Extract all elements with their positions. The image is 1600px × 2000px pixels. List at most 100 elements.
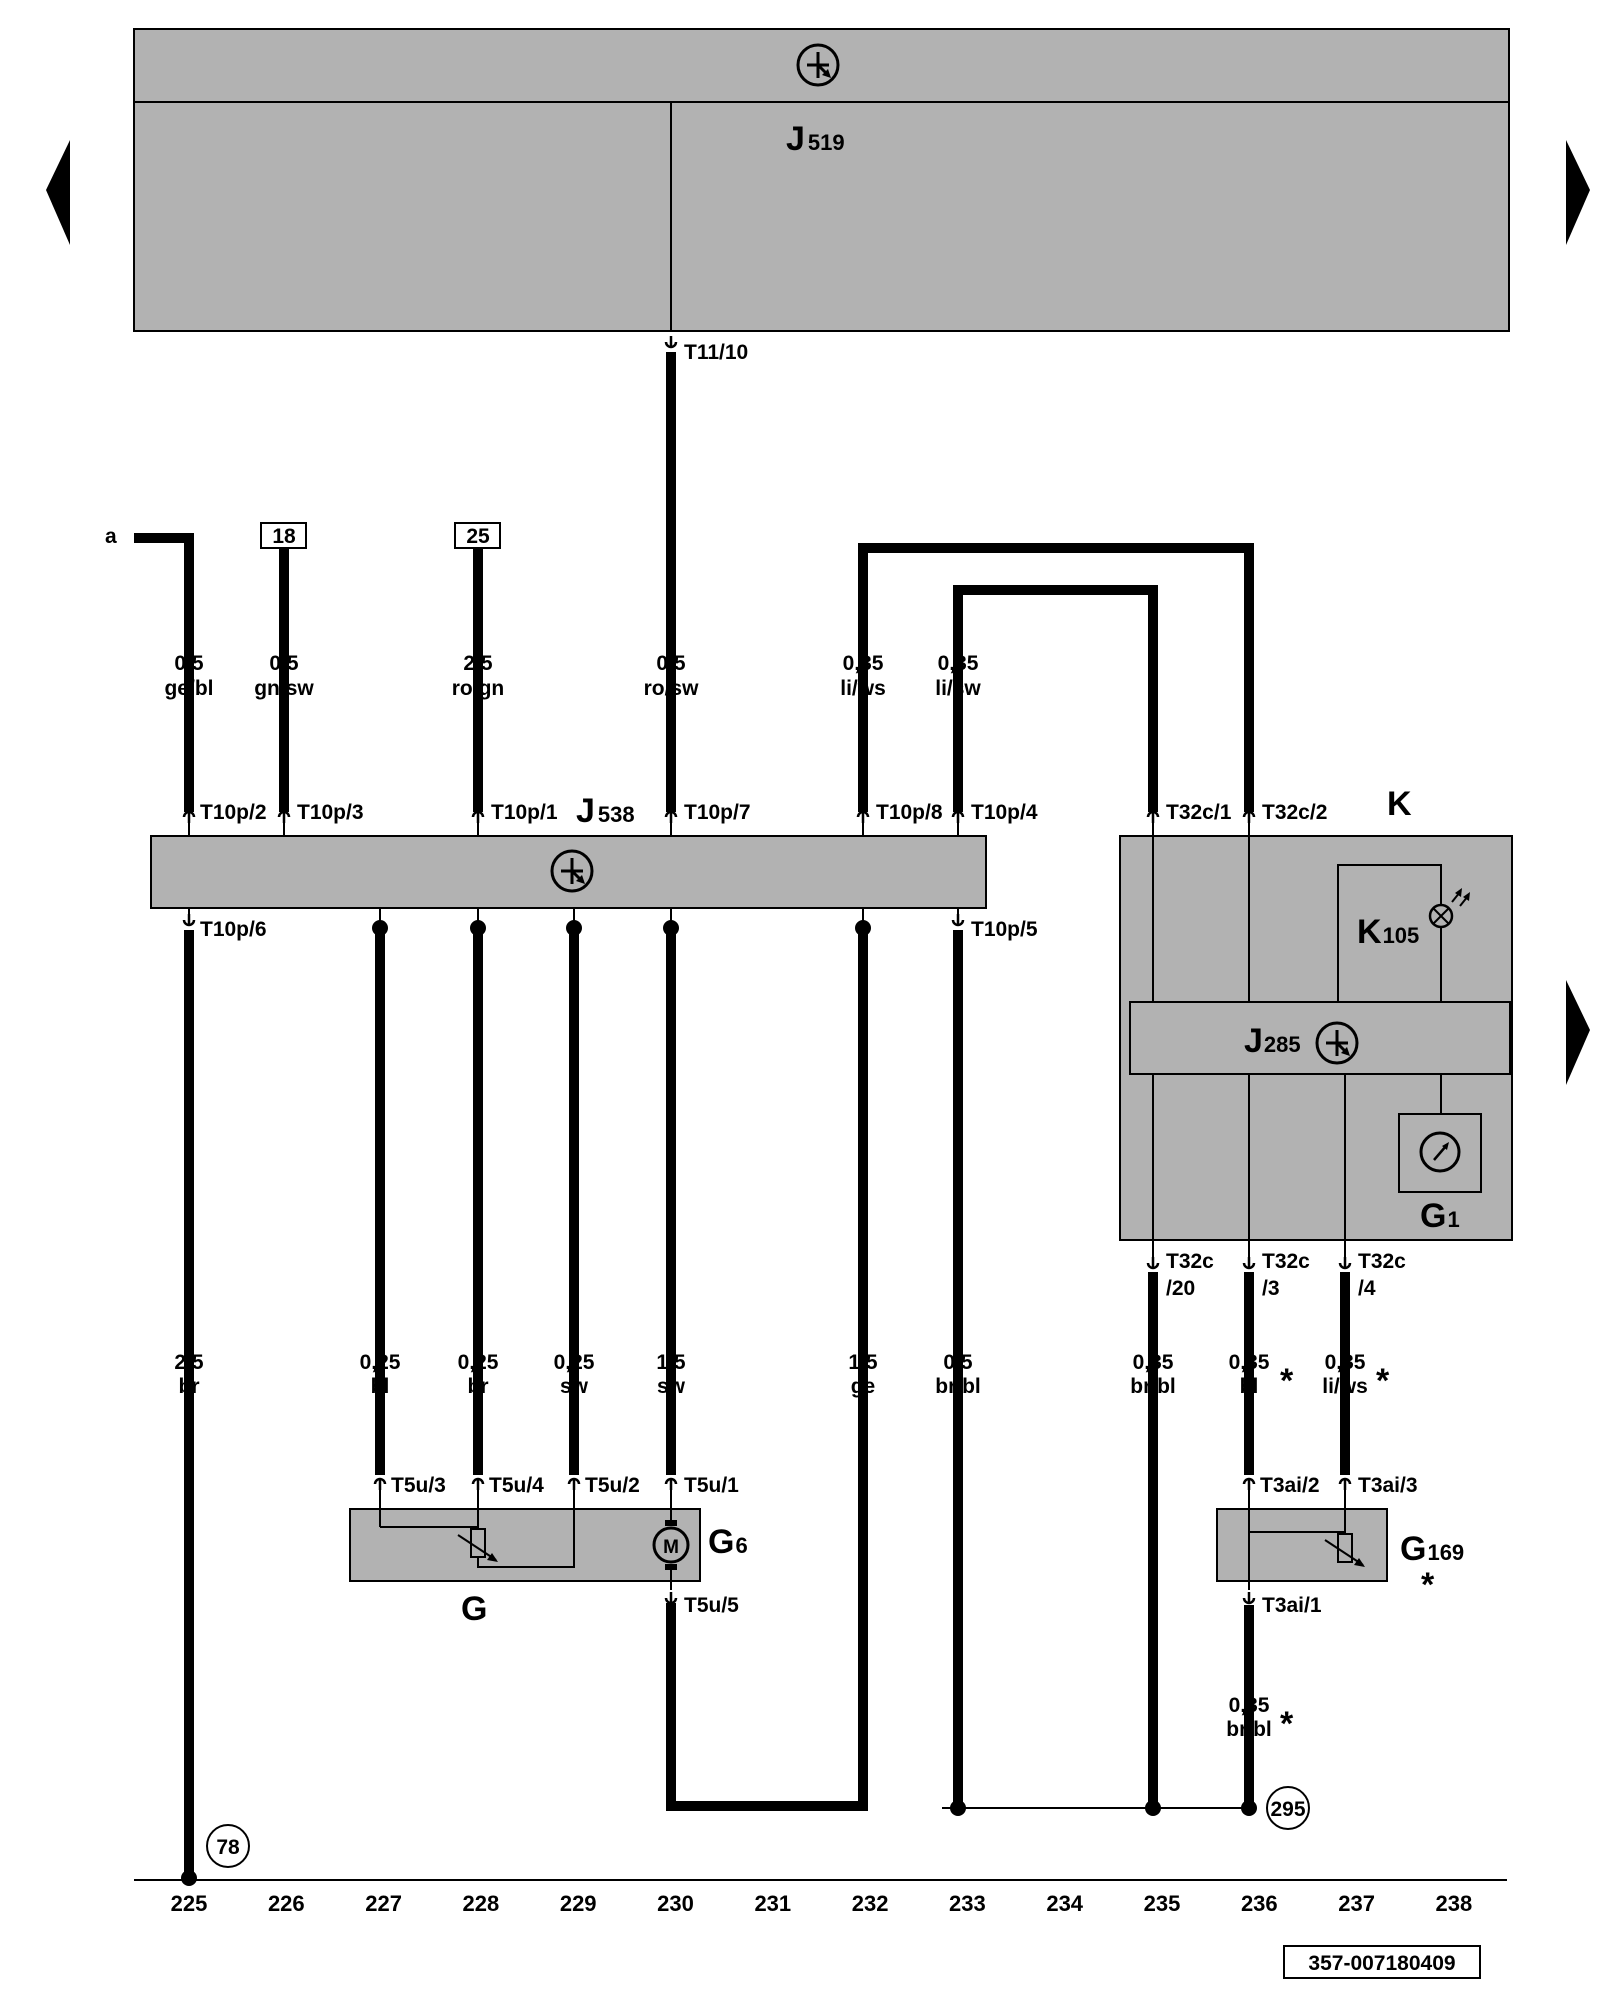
ref-295 [1266,1786,1310,1830]
svg-text:ge: ge [851,1375,876,1398]
grid-number: 230 [657,1891,694,1916]
grid-number: 227 [365,1891,402,1916]
grid-number: 229 [560,1891,597,1916]
svg-text:T10p/5: T10p/5 [971,918,1038,941]
grid-number: 234 [1046,1891,1083,1916]
g-fuel-gauge-sender [349,1508,701,1582]
grid-number: 228 [463,1891,500,1916]
wire-motor-loop [666,928,868,1811]
svg-text:0,5: 0,5 [269,652,299,675]
svg-text:0,35: 0,35 [1229,1694,1270,1717]
j285-label: J285 [1244,1022,1301,1060]
grid-number: 231 [754,1891,791,1916]
svg-text:0,5: 0,5 [656,652,686,675]
svg-text:bl: bl [1240,1375,1259,1398]
ref-a: a [105,525,117,548]
svg-text:M: M [663,1537,679,1558]
g-label: G [461,1590,487,1628]
doc-number: 357-007180409 [1308,1952,1455,1975]
svg-text:T10p/3: T10p/3 [297,801,364,824]
j285-control-unit [1129,1001,1511,1075]
svg-text:0,35: 0,35 [938,652,979,675]
grid-number: 237 [1338,1891,1375,1916]
svg-text:br/bl: br/bl [1226,1718,1272,1741]
nav-next-right-icon[interactable] [1566,140,1590,245]
svg-text:T5u/3: T5u/3 [391,1474,446,1497]
conn-t11-10: T11/10 [684,341,748,364]
nav-prev-left-icon[interactable] [46,140,70,245]
svg-text:gn/sw: gn/sw [254,677,314,700]
svg-text:0,35: 0,35 [1133,1351,1174,1374]
svg-text:*: * [1280,1705,1294,1743]
svg-text:T5u/2: T5u/2 [585,1474,640,1497]
g169-label: G169 [1400,1530,1464,1568]
svg-text:1,5: 1,5 [848,1351,878,1374]
ref-box-25 [454,522,501,549]
svg-text:ro/gn: ro/gn [452,677,505,700]
svg-text:br: br [468,1375,489,1398]
svg-text:*: * [1280,1362,1294,1400]
svg-text:78: 78 [216,1836,240,1859]
svg-text:T5u/5: T5u/5 [684,1594,739,1617]
svg-text:ro/sw: ro/sw [644,677,700,700]
g6-motor-icon [652,1526,690,1564]
k105-label: K105 [1357,913,1419,951]
grid-number: 225 [171,1891,208,1916]
wire-a-ge-bl [134,533,194,812]
svg-text:T32c: T32c [1262,1250,1310,1273]
svg-text:T10p/4: T10p/4 [971,801,1038,824]
svg-text:T3ai/2: T3ai/2 [1260,1474,1320,1497]
svg-text:li/sw: li/sw [935,677,981,700]
svg-text:T5u/4: T5u/4 [489,1474,544,1497]
svg-text:T32c: T32c [1358,1250,1406,1273]
svg-text:li/ws: li/ws [840,677,886,700]
svg-text:2,5: 2,5 [174,1351,204,1374]
svg-text:*: * [1421,1566,1435,1604]
svg-text:br/bl: br/bl [935,1375,981,1398]
grid-number: 233 [949,1891,986,1916]
g6-label: G6 [708,1523,748,1561]
svg-text:*: * [1376,1362,1390,1400]
svg-text:/4: /4 [1358,1277,1376,1300]
svg-text:2,5: 2,5 [463,652,493,675]
svg-text:T10p/2: T10p/2 [200,801,267,824]
svg-text:0,35: 0,35 [1229,1351,1270,1374]
ref-box-18 [260,522,307,549]
svg-text:/3: /3 [1262,1277,1280,1300]
doc-number-box [1283,1945,1481,1979]
svg-text:18: 18 [272,525,296,548]
wire-li-ws [858,543,1254,812]
g169-sender [1216,1508,1388,1582]
svg-text:0,25: 0,25 [360,1351,401,1374]
svg-text:T3ai/1: T3ai/1 [1262,1594,1322,1617]
nav-next-lower-icon[interactable] [1566,980,1590,1085]
grid-number: 235 [1144,1891,1181,1916]
svg-text:T32c/2: T32c/2 [1262,801,1327,824]
svg-text:295: 295 [1270,1798,1305,1821]
svg-text:sw: sw [560,1375,589,1398]
grid-number: 238 [1436,1891,1473,1916]
g1-gauge-icon [1419,1131,1461,1173]
j519-control-unit [133,28,1510,332]
ref-78 [206,1824,250,1868]
grid-number: 236 [1241,1891,1278,1916]
wire-li-sw [953,585,1158,812]
svg-text:1,5: 1,5 [656,1351,686,1374]
g1-fuel-gauge [1398,1113,1482,1193]
svg-text:br/bl: br/bl [1130,1375,1176,1398]
svg-text:T10p/6: T10p/6 [200,918,267,941]
svg-text:T10p/8: T10p/8 [876,801,943,824]
svg-text:0,25: 0,25 [458,1351,499,1374]
svg-text:br: br [179,1375,200,1398]
svg-text:0,25: 0,25 [554,1351,595,1374]
svg-text:li/ws: li/ws [1322,1375,1368,1398]
grid-number: 226 [268,1891,305,1916]
svg-text:T10p/7: T10p/7 [684,801,751,824]
svg-text:/20: /20 [1166,1277,1195,1300]
g1-label: G1 [1420,1197,1460,1235]
k-label: K [1387,785,1412,823]
